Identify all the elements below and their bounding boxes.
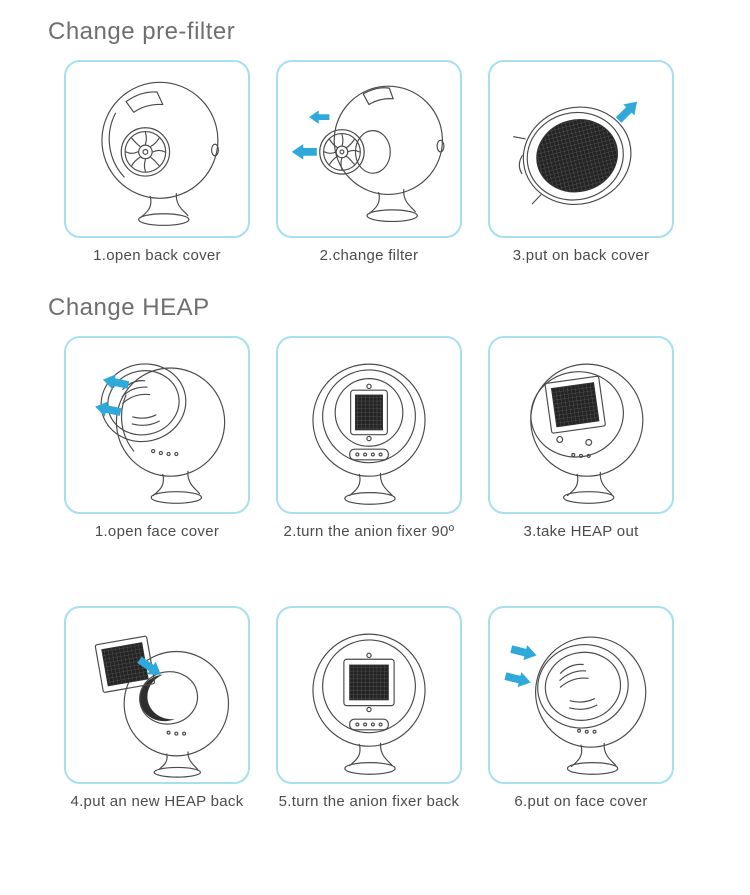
arrow-right-icon [510,645,537,661]
step-take-heap-out: 3.take HEAP out [488,336,674,540]
prefilter-steps-grid: 1.open back cover [64,60,750,264]
step-open-back-cover: 1.open back cover [64,60,250,264]
change-filter-illustration-icon [291,85,445,223]
step-caption: 3.put on back cover [512,247,650,264]
step-panel [276,60,462,238]
step-turn-anion-fixer-back: 5.turn the anion fixer back [276,606,462,810]
stand [366,189,418,223]
step-caption: 1.open back cover [93,247,221,264]
anion-fixer-turned-illustration-icon [312,363,426,505]
step-caption: 6.put on face cover [514,793,648,810]
control-buttons [349,448,389,461]
step-panel [488,606,674,784]
section-title-prefilter: Change pre-filter [48,18,236,45]
arrow-left-small-icon [309,110,330,124]
section-prefilter: Change pre-filter [46,18,750,264]
put-on-face-cover-illustration-icon [504,636,647,775]
heap-mesh [349,664,389,701]
back-cover-illustration-icon [513,101,638,206]
stand [344,742,396,775]
step-put-on-face-cover: 6.put on face cover [488,606,674,810]
back-cover-disc [513,106,632,206]
anion-fixer-back-illustration-icon [312,633,426,775]
step-put-on-back-cover: 3.put on back cover [488,60,674,264]
step-panel [488,60,674,238]
take-heap-out-illustration-icon [530,363,644,504]
step-turn-anion-fixer: 2.turn the anion fixer 90º [276,336,462,540]
face-cover [100,363,187,443]
heap-mesh [354,394,384,431]
stand [150,470,203,504]
step-caption: 3.take HEAP out [523,523,639,540]
step-panel [64,606,250,784]
step-caption: 2.turn the anion fixer 90º [283,523,455,540]
stand [138,192,190,226]
section-heap: Change HEAP [46,294,750,810]
step-caption: 5.turn the anion fixer back [278,793,460,810]
stand [563,471,615,504]
fan [319,129,365,175]
step-panel [64,336,250,514]
step-caption: 4.put an new HEAP back [70,793,244,810]
arrow-left-icon [102,374,130,390]
arrow-left-icon [95,401,122,417]
heap-panel [544,375,606,434]
control-buttons [349,718,389,731]
put-heap-back-illustration-icon [94,635,230,778]
step-caption: 1.open face cover [94,523,220,540]
arrow-up-right-icon [615,101,638,123]
control-buttons [166,730,187,736]
handle-opening [125,91,164,113]
step-panel [276,336,462,514]
step-put-heap-back: 4.put an new HEAP back [64,606,250,810]
manual-page: Change pre-filter [46,18,750,810]
heap-steps-grid: 1.open face cover [64,336,750,810]
face-cover [537,643,629,729]
step-panel [488,336,674,514]
open-back-cover-illustration-icon [101,81,219,226]
fan [120,127,171,177]
control-buttons [151,448,179,457]
step-open-face-cover: 1.open face cover [64,336,250,540]
stand [566,742,619,775]
arrow-right-icon [504,672,531,688]
handle-opening [362,87,394,106]
step-caption: 2.change filter [319,247,419,264]
control-buttons [577,728,597,734]
open-face-cover-illustration-icon [95,363,226,504]
arrow-left-icon [291,144,317,160]
control-buttons [571,452,591,458]
step-panel [64,60,250,238]
step-change-filter: 2.change filter [276,60,462,264]
step-panel [276,606,462,784]
stand [153,751,202,778]
arrow-insert-icon [137,656,161,675]
section-title-heap: Change HEAP [48,294,210,321]
stand [344,472,396,505]
